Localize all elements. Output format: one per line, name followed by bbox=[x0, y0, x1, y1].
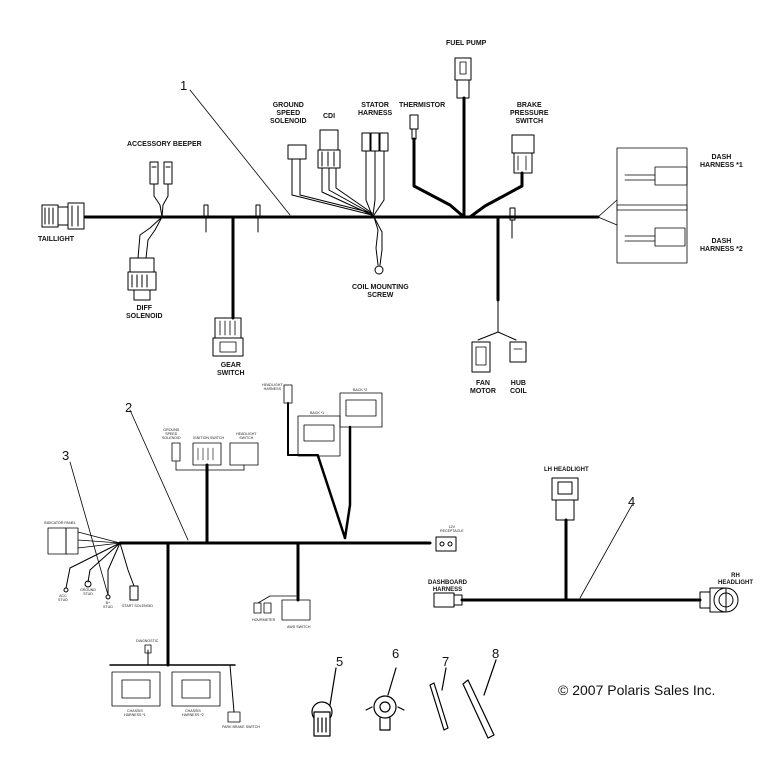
label-thermistor: THERMISTOR bbox=[399, 102, 446, 109]
callout-1: 1 bbox=[180, 78, 188, 93]
callout-3: 3 bbox=[62, 448, 70, 463]
rh-headlight-connector bbox=[699, 587, 739, 613]
copyright-text: © 2007 Polaris Sales Inc. bbox=[558, 682, 716, 698]
callout-8: 8 bbox=[492, 646, 500, 661]
callout-7: 7 bbox=[442, 654, 450, 669]
label-indicator-panel: INDICATOR PANEL bbox=[44, 521, 76, 525]
callout-2: 2 bbox=[125, 400, 133, 415]
label-taillight: TAILLIGHT bbox=[38, 236, 75, 243]
ignition-switch-branch bbox=[171, 442, 259, 545]
part-8-cable-tie bbox=[462, 659, 497, 739]
main-harness bbox=[41, 57, 688, 373]
receptacle-connector bbox=[435, 536, 457, 552]
brake-pressure-switch-connector bbox=[468, 134, 535, 219]
headlight-harness bbox=[433, 477, 739, 613]
part-7-cable-tie bbox=[429, 667, 449, 731]
coil-mounting-screw bbox=[373, 216, 384, 275]
dash-harness bbox=[47, 384, 457, 723]
lh-headlight-connector bbox=[551, 477, 579, 521]
label-diagnostic: DIAGNOSTIC bbox=[136, 639, 159, 643]
callout-4: 4 bbox=[628, 494, 636, 509]
label-cdi: CDI bbox=[323, 113, 336, 120]
callout-5: 5 bbox=[336, 654, 344, 669]
hourmeter-awd-branch bbox=[253, 541, 311, 621]
stud-leads bbox=[63, 542, 139, 601]
thermistor-connector bbox=[409, 114, 466, 219]
label-ignition-switch: IGNITION SWITCH bbox=[193, 436, 225, 440]
label-fuel-pump: FUEL PUMP bbox=[446, 40, 487, 47]
accessory-beeper bbox=[149, 161, 173, 218]
label-start-solenoid: START SOLENOID bbox=[122, 604, 153, 608]
ground-speed-solenoid-connector bbox=[287, 144, 373, 216]
label-back-1: BACK *1 bbox=[310, 411, 325, 415]
part-6-grommet bbox=[365, 667, 405, 731]
fan-hub-branch bbox=[471, 215, 527, 373]
label-awd-switch: AWD SWITCH bbox=[287, 625, 311, 629]
label-lh-headlight: LH HEADLIGHT bbox=[544, 467, 589, 473]
cdi-connector bbox=[317, 129, 373, 216]
stator-harness-connector bbox=[361, 132, 389, 216]
part-5-connector bbox=[311, 667, 337, 737]
gear-switch-connector bbox=[212, 215, 244, 357]
dash-harness-connectors bbox=[597, 147, 688, 264]
label-b-stud: B+STUD bbox=[103, 601, 113, 609]
fuel-pump-connector bbox=[454, 57, 472, 219]
trunk-stubs bbox=[203, 204, 516, 239]
dashboard-harness-connector bbox=[433, 592, 463, 608]
back-connectors bbox=[283, 384, 383, 540]
diff-solenoid-connector bbox=[127, 216, 163, 301]
label-park-brake-switch: PARK BRAKE SWITCH bbox=[222, 725, 260, 729]
label-hourmeter: HOURMETER bbox=[252, 618, 276, 622]
taillight-connector bbox=[41, 202, 85, 230]
callout-6: 6 bbox=[392, 646, 400, 661]
chassis-branch bbox=[109, 541, 241, 723]
label-accessory-beeper: ACCESSORY BEEPER bbox=[127, 141, 202, 148]
label-back-2: BACK *2 bbox=[353, 388, 368, 392]
indicator-panel-connector bbox=[47, 527, 121, 555]
